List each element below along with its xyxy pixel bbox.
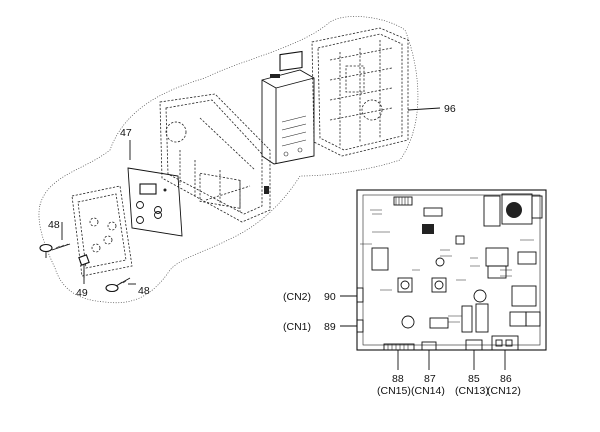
callout-47: 47 bbox=[120, 127, 132, 139]
callout-89: 89 bbox=[324, 321, 336, 333]
pcb-board bbox=[356, 189, 547, 351]
middle-housing bbox=[159, 93, 271, 223]
callout-49: 49 bbox=[76, 287, 88, 299]
callout-86: 86 bbox=[500, 373, 512, 385]
callout-cn14: (CN14) bbox=[411, 385, 445, 397]
callout-85: 85 bbox=[468, 373, 480, 385]
callout-cn13: (CN13) bbox=[455, 385, 489, 397]
front-cover-panel bbox=[71, 185, 133, 277]
leader-lines bbox=[61, 107, 506, 370]
screw-48-lower bbox=[105, 277, 131, 293]
screw-48-upper bbox=[39, 243, 71, 258]
callout-48-upper: 48 bbox=[48, 219, 60, 231]
control-plate-47 bbox=[127, 167, 183, 237]
callout-cn1: (CN1) bbox=[283, 321, 311, 333]
callout-87: 87 bbox=[424, 373, 436, 385]
callout-90: 90 bbox=[324, 291, 336, 303]
assembly-group-outline bbox=[38, 16, 419, 304]
callout-cn12: (CN12) bbox=[487, 385, 521, 397]
callout-cn2: (CN2) bbox=[283, 291, 311, 303]
callout-48-lower: 48 bbox=[138, 285, 150, 297]
callout-88: 88 bbox=[392, 373, 404, 385]
display-module bbox=[261, 50, 315, 165]
callout-cn15: (CN15) bbox=[377, 385, 411, 397]
callout-96: 96 bbox=[444, 103, 456, 115]
rear-case-96 bbox=[311, 27, 409, 157]
